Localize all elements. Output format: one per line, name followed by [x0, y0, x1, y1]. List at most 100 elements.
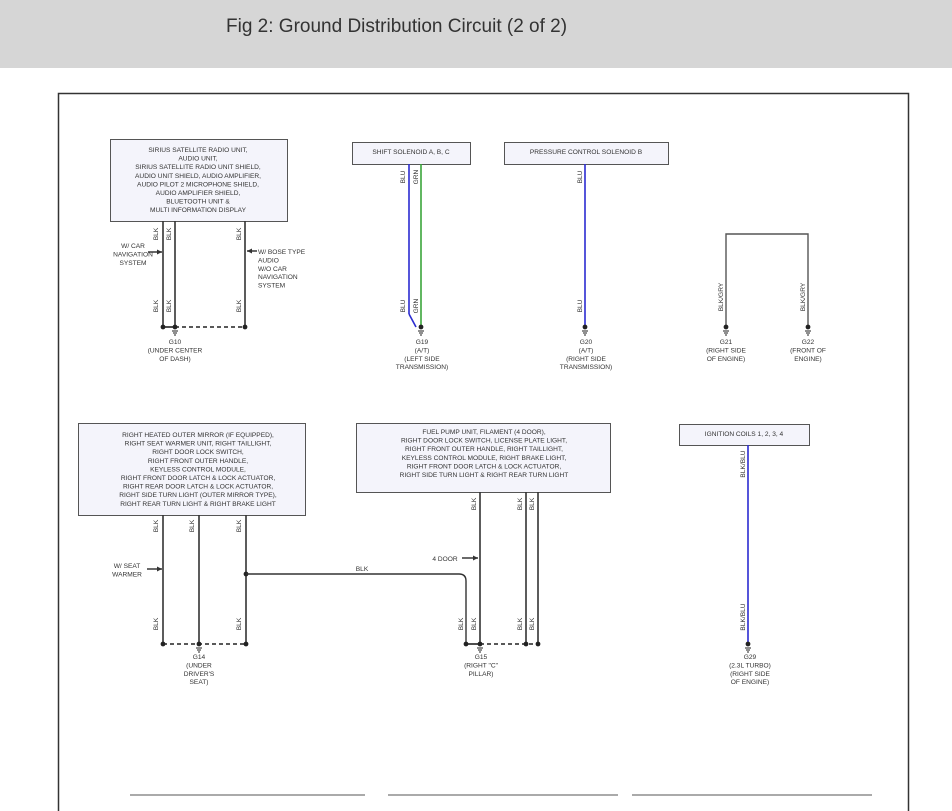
figure-title: Fig 2: Ground Distribution Circuit (2 of…	[226, 16, 568, 37]
g15-ground-symbol	[477, 647, 483, 653]
audio-component-label: AUDIO PILOT 2 MICROPHONE SHIELD,	[137, 181, 259, 188]
audio-component-label: AUDIO AMPLIFIER SHIELD,	[156, 190, 241, 197]
g15-ground-label: G15	[475, 654, 488, 661]
wire-color-label: BLK	[153, 617, 160, 630]
four-door-arrow-head	[473, 555, 478, 561]
g21-g22-wire	[725, 233, 809, 327]
car-nav-note: NAVIGATION	[113, 251, 153, 258]
g14-ground-label: DRIVER'S	[184, 671, 215, 678]
wire-color-label: BLK	[153, 227, 160, 240]
ignition-coils-label: IGNITION COILS 1, 2, 3, 4	[705, 431, 784, 438]
mirror-component-label: KEYLESS CONTROL MODULE,	[150, 466, 246, 473]
wire-color-label: BLK	[471, 497, 478, 510]
mirror-component-label: RIGHT SEAT WARMER UNIT, RIGHT TAILLIGHT,	[125, 441, 272, 448]
bose-note: W/O CAR	[258, 266, 287, 273]
wire-color-label: BLK/BLU	[740, 603, 747, 630]
wire-color-label: BLU	[577, 299, 584, 312]
wire-color-label: BLK	[153, 299, 160, 312]
mirror-component-label: RIGHT HEATED OUTER MIRROR (IF EQUIPPED),	[122, 432, 274, 439]
g22-ground-label: G22	[802, 339, 815, 346]
blk-crossover-wire	[246, 573, 467, 644]
g22-ground-symbol	[805, 330, 811, 336]
g22-ground-label: ENGINE)	[794, 356, 821, 363]
fuel-pump-component-label: RIGHT SIDE TURN LIGHT & RIGHT REAR TURN …	[400, 472, 569, 479]
g21-ground-symbol	[723, 330, 729, 336]
wire-color-label: BLU	[400, 170, 407, 183]
wire-color-label: BLK	[236, 519, 243, 532]
wire-color-label: BLK/BLU	[740, 450, 747, 477]
wire-color-label: BLK/GRY	[800, 282, 807, 311]
bose-note: NAVIGATION	[258, 274, 298, 281]
wire-color-label: BLK	[458, 617, 465, 630]
wire-color-label: BLK	[471, 617, 478, 630]
g14-ground-label: G14	[193, 654, 206, 661]
g22-ground-junction	[805, 324, 811, 330]
g21-ground-label: G21	[720, 339, 733, 346]
mirror-component-label: RIGHT REAR TURN LIGHT & RIGHT BRAKE LIGH…	[120, 501, 276, 508]
g15-wire-end	[463, 641, 469, 647]
pressure-solenoid-box	[504, 142, 669, 165]
wire-color-label: BLK	[166, 227, 173, 240]
g20-ground-label: TRANSMISSION)	[560, 364, 612, 371]
g10-ground-label: (UNDER CENTER	[148, 347, 203, 354]
g10-wire-end	[160, 324, 166, 330]
ignition-coils-box	[679, 424, 810, 446]
audio-component-label: AUDIO UNIT,	[178, 156, 217, 163]
g19-ground-junction	[418, 324, 424, 330]
shift-solenoid-label: SHIFT SOLENOID A, B, C	[372, 149, 449, 156]
bose-note: AUDIO	[258, 257, 279, 264]
g29-ground-label: G29	[744, 654, 757, 661]
wire-color-label: BLU	[577, 170, 584, 183]
wire-color-label: BLK	[529, 497, 536, 510]
car-nav-note: W/ CAR	[121, 243, 145, 250]
fuel-pump-component-label: RIGHT FRONT DOOR LATCH & LOCK ACTUATOR,	[407, 463, 562, 470]
wire-color-label: BLK	[529, 617, 536, 630]
wire-color-label: BLK	[236, 617, 243, 630]
seat-warmer-note: WARMER	[112, 571, 142, 578]
fuel-pump-component-label: FUEL PUMP UNIT, FILAMENT (4 DOOR),	[422, 429, 546, 436]
g29-ground-symbol	[745, 647, 751, 653]
g21-ground-junction	[723, 324, 729, 330]
mirror-component-label: RIGHT REAR DOOR LATCH & LOCK ACTUATOR,	[123, 484, 273, 491]
audio-component-box	[110, 139, 288, 222]
g14-ground-label: SEAT)	[190, 679, 209, 686]
g15-ground-label: (RIGHT "C"	[464, 662, 499, 669]
g29-ground-label: OF ENGINE)	[731, 679, 769, 686]
wire-color-label: BLK	[517, 497, 524, 510]
g19-ground-label: TRANSMISSION)	[396, 364, 448, 371]
g10-ground-label: OF DASH)	[159, 356, 191, 363]
g20-ground-junction	[582, 324, 588, 330]
bose-arrow-head	[247, 248, 252, 254]
wire-color-label: GRN	[413, 169, 420, 184]
wire-color-label: BLK	[517, 617, 524, 630]
audio-component-label: BLUETOOTH UNIT &	[166, 199, 230, 206]
bose-note: W/ BOSE TYPE	[258, 249, 306, 256]
audio-component-label: AUDIO UNIT SHIELD, AUDIO AMPLIFIER,	[135, 173, 261, 180]
audio-component-label: SIRIUS SATELLITE RADIO UNIT,	[148, 147, 247, 154]
wire-color-label: BLK	[236, 299, 243, 312]
g19-ground-label: (LEFT SIDE	[404, 356, 440, 363]
g29-ground-label: (RIGHT SIDE	[730, 671, 770, 678]
g14-wire-end	[243, 641, 249, 647]
wiring-diagram: SIRIUS SATELLITE RADIO UNIT, AUDIO UNIT, S…	[57, 92, 910, 811]
g10-wire-end	[242, 324, 248, 330]
g21-ground-label: OF ENGINE)	[707, 356, 745, 363]
mirror-component-label: RIGHT FRONT OUTER HANDLE,	[148, 458, 248, 465]
g22-ground-label: (FRONT OF	[790, 347, 826, 354]
g15-ground-label: PILLAR)	[469, 671, 494, 678]
mirror-component-box	[78, 423, 306, 516]
g19-ground-label: G19	[416, 339, 429, 346]
fuel-pump-component-label: RIGHT FRONT OUTER HANDLE, RIGHT TAILLIGH…	[405, 446, 563, 453]
g15-wire-end	[535, 641, 541, 647]
g19-ground-symbol	[418, 330, 424, 336]
car-nav-arrow-head	[157, 249, 162, 255]
car-nav-note: SYSTEM	[119, 260, 146, 267]
wire-color-label: BLK	[236, 227, 243, 240]
fuel-pump-component-label: KEYLESS CONTROL MODULE, RIGHT BRAKE LIGH…	[402, 455, 567, 462]
g29-ground-junction	[745, 641, 751, 647]
wire-color-label: BLK	[189, 519, 196, 532]
g20-ground-symbol	[582, 330, 588, 336]
wire-color-label: BLK/GRY	[718, 282, 725, 311]
fuel-pump-component-box	[356, 423, 611, 493]
g19-ground-label: (A/T)	[415, 347, 430, 354]
